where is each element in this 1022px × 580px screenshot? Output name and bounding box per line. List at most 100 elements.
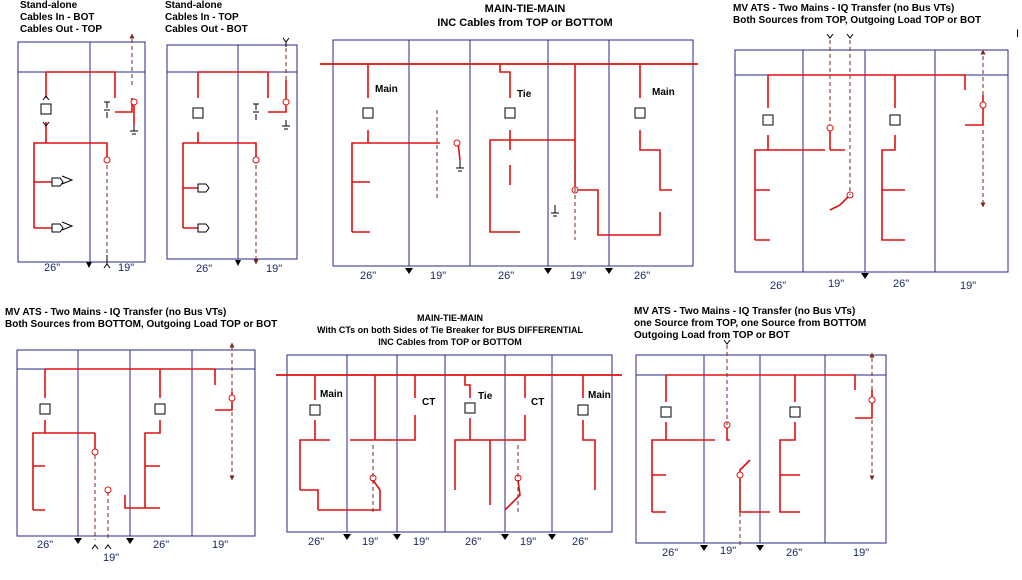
breaker-icon bbox=[309, 404, 321, 416]
anchor-marker-icon bbox=[74, 538, 82, 544]
title-line: Cables In - BOT bbox=[20, 12, 95, 23]
disconnect-icon bbox=[42, 95, 50, 127]
breaker-icon bbox=[762, 114, 774, 126]
title-line: MV ATS - Two Mains - IQ Transfer (no Bus… bbox=[5, 307, 227, 318]
anchor-marker-icon bbox=[126, 538, 134, 544]
diagram-2-title: Stand-alone Cables In - TOP Cables Out -… bbox=[165, 0, 248, 36]
breaker-icon bbox=[504, 107, 516, 119]
bus-path bbox=[182, 71, 287, 229]
title-line: With CTs on both Sides of Tie Breaker fo… bbox=[316, 325, 584, 335]
breaker-icon bbox=[660, 406, 672, 418]
breaker-icon bbox=[154, 403, 166, 415]
title-line: Cables Out - BOT bbox=[165, 24, 248, 35]
width-label: 26" bbox=[662, 547, 678, 559]
title-line: MV ATS - Two Mains - IQ Transfer (no Bus… bbox=[733, 3, 955, 14]
ct-icon bbox=[51, 177, 64, 233]
fuse-icon bbox=[103, 156, 111, 164]
breaker-icon bbox=[362, 107, 374, 119]
cable-entry-icon bbox=[826, 33, 854, 39]
ground-icon bbox=[282, 120, 290, 130]
cubicle-frame bbox=[286, 354, 613, 533]
bus-path bbox=[754, 74, 984, 241]
anchor-marker-icon bbox=[548, 534, 556, 540]
diagram-4-title: MV ATS - Two Mains - IQ Transfer (no Bus… bbox=[733, 3, 981, 27]
cubicle-frame bbox=[17, 41, 146, 263]
title-line: Stand-alone bbox=[20, 0, 78, 11]
breaker-icon bbox=[464, 402, 476, 414]
fuse-icon bbox=[453, 139, 461, 147]
title-line: INC Cables from TOP or BOTTOM bbox=[437, 17, 613, 29]
title-line: MAIN-TIE-MAIN bbox=[484, 3, 566, 15]
main-label: Main bbox=[375, 84, 398, 95]
tie-label: Tie bbox=[517, 89, 532, 100]
width-label: 19" bbox=[828, 278, 844, 290]
title-line: Cables Out - TOP bbox=[20, 24, 103, 35]
fuse-icon bbox=[282, 98, 290, 106]
width-label: 26" bbox=[37, 539, 53, 551]
cubicle-frame bbox=[166, 44, 298, 260]
diagram-5-title: MV ATS - Two Mains - IQ Transfer (no Bus… bbox=[5, 307, 277, 331]
diagram-6: Main CT Tie CT Main 26" 19" 19" 26" 19" … bbox=[276, 354, 622, 548]
fuse-icon bbox=[826, 124, 834, 132]
cubicle-frame bbox=[16, 349, 256, 537]
width-label: 26" bbox=[308, 536, 324, 548]
width-label: 26" bbox=[498, 270, 514, 282]
fuse-icon bbox=[228, 394, 236, 402]
width-label: 19" bbox=[362, 536, 378, 548]
ct-icon bbox=[197, 183, 210, 233]
width-label: 19" bbox=[103, 552, 119, 564]
fuse-icon bbox=[130, 98, 138, 106]
width-label: 26" bbox=[770, 280, 786, 292]
ct-label: CT bbox=[422, 397, 435, 408]
width-label: 19" bbox=[570, 270, 586, 282]
width-label: 26" bbox=[786, 547, 802, 559]
ct-label: CT bbox=[531, 397, 544, 408]
anchor-marker-icon bbox=[405, 268, 413, 274]
title-line: Stand-alone bbox=[165, 0, 223, 11]
anchor-marker-icon bbox=[605, 268, 613, 274]
bus-path bbox=[32, 368, 233, 511]
cable-entry-icon bbox=[723, 339, 731, 345]
diagram-7: 26" 19" 26" 19" bbox=[635, 339, 887, 559]
stray-character: I bbox=[1016, 28, 1020, 40]
diagram-3-title: MAIN-TIE-MAIN INC Cables from TOP or BOT… bbox=[380, 2, 670, 30]
vt-icon bbox=[104, 101, 110, 118]
anchor-marker-icon bbox=[861, 273, 869, 279]
main-label: Main bbox=[652, 87, 675, 98]
width-label: 26" bbox=[893, 278, 909, 290]
cubicle-frame bbox=[635, 354, 887, 544]
breaker-icon bbox=[789, 406, 801, 418]
breaker-icon bbox=[192, 107, 204, 119]
anchor-marker-icon bbox=[700, 545, 708, 551]
anchor-marker-icon bbox=[393, 534, 401, 540]
width-label: 19" bbox=[430, 270, 446, 282]
diagram-7-title: MV ATS - Two Mains - IQ Transfer (no Bus… bbox=[634, 306, 866, 342]
ground-icon bbox=[130, 125, 138, 135]
width-label: 19" bbox=[853, 547, 869, 559]
diagram-5: 26" 19" 26" 19" bbox=[16, 342, 256, 564]
cable-entry-icon bbox=[282, 37, 290, 47]
fuse-icon bbox=[736, 471, 744, 479]
fuse-icon bbox=[252, 156, 260, 164]
cable-termination-icon bbox=[61, 175, 74, 231]
anchor-marker-icon bbox=[235, 260, 241, 266]
tie-label: Tie bbox=[478, 391, 493, 402]
title-line: Outgoing Load from TOP or BOT bbox=[634, 330, 790, 341]
title-line: INC Cables from TOP or BOTTOM bbox=[378, 337, 522, 347]
title-line: MAIN-TIE-MAIN bbox=[417, 313, 483, 323]
diagram-2: 26" 19" bbox=[166, 37, 298, 275]
width-label: 26" bbox=[360, 270, 376, 282]
breaker-icon bbox=[39, 403, 51, 415]
breaker-icon bbox=[577, 404, 589, 416]
title-line: Cables In - TOP bbox=[165, 12, 239, 23]
width-label: 19" bbox=[720, 545, 736, 557]
title-line: Both Sources from TOP, Outgoing Load TOP… bbox=[733, 15, 982, 26]
width-label: 19" bbox=[413, 536, 429, 548]
width-label: 26" bbox=[153, 539, 169, 551]
diagram-3: Main Tie Main 26" 19" 26" 19" 26" bbox=[320, 39, 698, 282]
width-label: 26" bbox=[44, 262, 60, 274]
width-label: 19" bbox=[960, 280, 976, 292]
fuse-icon bbox=[868, 396, 876, 404]
anchor-marker-icon bbox=[501, 534, 509, 540]
